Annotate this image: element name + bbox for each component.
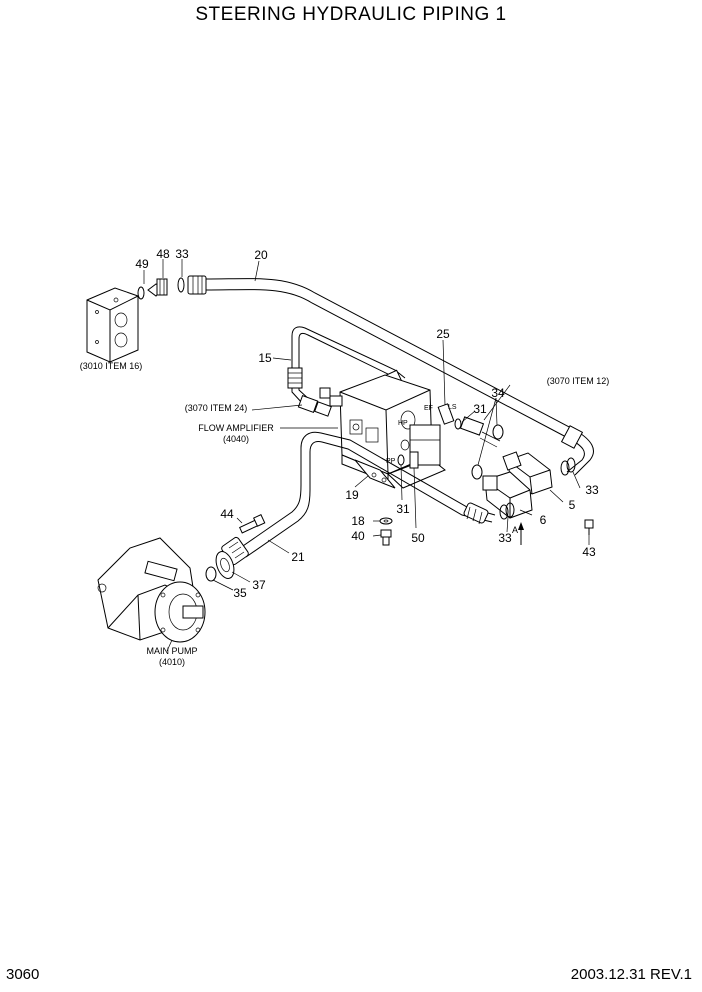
callout-49: 49 <box>135 257 149 271</box>
callout-15: 15 <box>258 351 272 365</box>
callout-20: 20 <box>254 248 268 262</box>
callout-19: 19 <box>345 488 359 502</box>
port-pp: PP <box>386 458 396 465</box>
bolt-44 <box>239 514 266 534</box>
bolt-40 <box>380 529 392 546</box>
callout-35: 35 <box>233 586 247 600</box>
fitting-3070-24 <box>297 387 343 417</box>
callout-18: 18 <box>351 514 365 528</box>
ref-3010-item-16: (3010 ITEM 16) <box>80 361 143 371</box>
port-hp: HP <box>398 420 408 427</box>
callout-40: 40 <box>351 529 365 543</box>
callout-43: 43 <box>582 545 596 559</box>
valve-block <box>86 287 139 363</box>
callout-6: 6 <box>540 513 547 527</box>
ref-3070-item-12: (3070 ITEM 12) <box>547 376 610 386</box>
oring-34b <box>471 464 483 480</box>
flow-amplifier-code: (4040) <box>223 434 249 444</box>
top-fittings <box>137 275 207 300</box>
oring-35 <box>205 566 217 582</box>
callout-50: 50 <box>411 531 425 545</box>
callout-33-top: 33 <box>175 247 189 261</box>
oring-33-right <box>560 460 570 476</box>
fitting-50 <box>409 451 419 469</box>
flow-amplifier-body <box>339 374 446 489</box>
revision-date: 2003.12.31 REV.1 <box>570 966 692 983</box>
main-pump-label: MAIN PUMP <box>146 646 197 656</box>
oring-49 <box>137 286 145 300</box>
port-ls: LS <box>448 404 457 411</box>
port-ef: EF <box>424 405 433 412</box>
block-6 <box>482 471 533 520</box>
callout-34: 34 <box>491 386 505 400</box>
callout-33-bottom: 33 <box>498 531 512 545</box>
hose-20 <box>205 278 594 476</box>
washer-18 <box>379 517 393 525</box>
bolt-43 <box>584 519 594 540</box>
callout-33-right: 33 <box>585 483 599 497</box>
arrow-a-label: A <box>512 525 518 535</box>
callout-31-right: 31 <box>473 402 487 416</box>
callout-25: 25 <box>436 327 450 341</box>
oring-31-right <box>454 418 462 430</box>
hose-end-20 <box>187 275 207 295</box>
pump-flange-37 <box>205 551 235 582</box>
oring-33-top <box>177 277 185 293</box>
callout-21: 21 <box>291 550 305 564</box>
main-pump-code: (4010) <box>159 657 185 667</box>
oring-33-bottom <box>505 502 515 518</box>
main-pump <box>97 537 206 643</box>
page-number: 3060 <box>6 966 40 983</box>
oring-34a <box>492 424 504 440</box>
callout-31-bottom: 31 <box>396 502 410 516</box>
flow-amplifier-label: FLOW AMPLIFIER <box>198 423 274 433</box>
callout-37: 37 <box>252 578 266 592</box>
ref-3070-item-24: (3070 ITEM 24) <box>185 403 248 413</box>
callout-44: 44 <box>220 507 234 521</box>
page-title: STEERING HYDRAULIC PIPING 1 <box>195 4 507 25</box>
leader-lines <box>143 259 590 652</box>
callout-48: 48 <box>156 247 170 261</box>
callout-5: 5 <box>569 498 576 512</box>
fittings-right <box>437 403 504 480</box>
